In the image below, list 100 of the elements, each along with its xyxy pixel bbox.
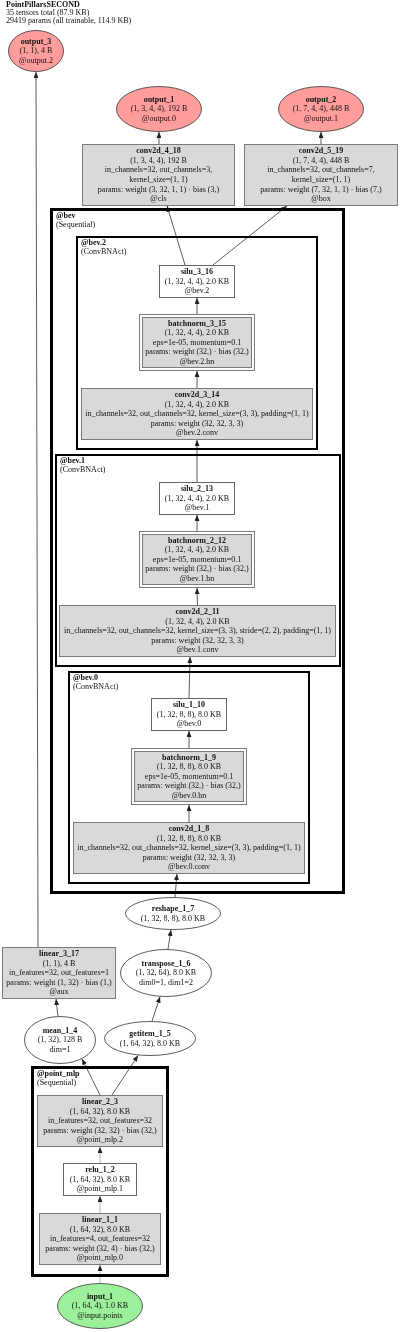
layer-detail: in_channels=32, out_channels=3, kernel_size=(1, 1) [103, 165, 214, 185]
module-frame [76, 236, 318, 450]
layer-detail: @bev.0 [176, 719, 202, 729]
layer-box [81, 388, 313, 440]
layer-detail: params: weight (32, 32, 3, 3) [142, 852, 236, 863]
layer-name: transpose_1_6 [141, 958, 191, 969]
layer-box [244, 144, 398, 206]
layer-detail: @bev.2.bn [179, 356, 215, 367]
layer-name: batchnorm_2_12 [168, 535, 226, 546]
layer-box [39, 1213, 161, 1265]
layer-detail: @cls [150, 194, 167, 204]
layer-detail: (1, 32), 128 B [37, 1035, 83, 1045]
layer-detail: (1, 7, 4, 4), 448 B [292, 104, 350, 114]
layer-detail: (1, 64, 32), 8.0 KB [69, 1174, 131, 1185]
layer-name: output_2 [305, 94, 337, 105]
layer-name: conv2d_1_8 [168, 824, 210, 834]
layer-detail: params: weight (32, 32, 3, 3) [150, 418, 244, 429]
module-frame [68, 671, 310, 884]
layer-detail: (1, 64, 4), 1.0 KB [71, 1301, 129, 1311]
layer-detail: (1, 32, 8, 8), 8.0 KB [156, 709, 222, 720]
layer-detail: (1, 64, 32), 8.0 KB [69, 1224, 131, 1235]
layer-box [151, 698, 227, 731]
layer-name: reshape_1_7 [151, 903, 195, 914]
layer-detail: (1, 32, 8, 8), 8.0 KB [140, 913, 206, 924]
layer-box [131, 748, 247, 805]
layer-name: linear_3_17 [39, 949, 79, 959]
layer-detail: @bev.1 [184, 503, 210, 513]
layer-detail: in_channels=32, out_channels=7, kernel_size=(1, 1) [266, 165, 376, 185]
layer-detail: params: weight (32, 32, 3, 3) [151, 635, 244, 646]
layer-box [37, 1095, 163, 1147]
layer-detail: (1, 32, 4, 4), 2.0 KB [164, 328, 230, 338]
module-type: (ConvBNAct) [60, 465, 106, 474]
layer-detail: @output.1 [304, 113, 338, 124]
output-ellipse [116, 86, 202, 132]
layer-detail: in_channels=32, out_channels=32, kernel_size=(3, 3), padding=(1, 1) [85, 409, 309, 419]
layer-detail: (1, 32, 4, 4), 2.0 KB [164, 276, 230, 287]
layer-detail: @input.points [77, 1310, 123, 1321]
operation-ellipse [120, 949, 212, 997]
layer-box [2, 947, 116, 999]
layer-detail: @bev.2.conv [176, 428, 218, 438]
layer-name: silu_2_13 [181, 484, 213, 494]
summary-line: 35 tensors total (87.9 KB) [6, 9, 90, 17]
module-name: @point_mlp [37, 1070, 80, 1078]
layer-detail: (1, 3, 4, 4), 192 B [130, 155, 187, 166]
input-ellipse [57, 1283, 143, 1329]
layer-detail: eps=1e-05, momentum=0.1 [152, 554, 242, 565]
layer-detail: @point_mlp.0 [76, 1253, 124, 1263]
layer-box [139, 531, 255, 588]
layer-name: silu_1_10 [173, 700, 205, 710]
layer-name: batchnorm_1_9 [162, 752, 216, 763]
output-ellipse [8, 30, 64, 72]
layer-detail: @output.2 [19, 55, 53, 66]
layer-detail: (1, 32, 8, 8), 8.0 KB [156, 762, 222, 772]
layer-box [73, 822, 305, 874]
layer-detail: in_channels=32, out_channels=32, kernel_size=(3, 3), stride=(2, 2), padding=(1, 1) [64, 626, 331, 636]
layer-detail: params: weight (32,) · bias (32,) [145, 347, 249, 357]
layer-name: linear_2_3 [82, 1097, 118, 1107]
diagram-title: PointPillarsSECOND [6, 1, 80, 9]
layer-detail: dim0=1, dim1=2 [139, 977, 193, 988]
layer-detail: (1, 32, 4, 4), 2.0 KB [165, 616, 230, 627]
layer-detail: eps=1e-05, momentum=0.1 [144, 771, 234, 782]
layer-name: conv2d_4_18 [136, 146, 181, 156]
module-frame [50, 208, 345, 894]
layer-name: conv2d_5_19 [298, 146, 344, 156]
layer-detail: @bev.0.conv [168, 862, 210, 872]
module-frame [55, 454, 341, 667]
layer-box [63, 1163, 137, 1196]
module-name: @bev [56, 212, 76, 220]
layer-detail: (1, 32, 4, 4), 2.0 KB [164, 399, 230, 410]
layer-box [82, 144, 235, 206]
layer-detail: params: weight (32,) · bias (32,) [137, 781, 241, 791]
operation-ellipse [104, 1021, 196, 1056]
module-name: @bev.0 [73, 674, 98, 682]
layer-detail: @point_mlp.1 [76, 1184, 124, 1194]
layer-detail: @bev.1.conv [176, 645, 219, 655]
layer-detail: (1, 64, 32), 8.0 KB [119, 1038, 181, 1049]
module-type: (Sequential) [37, 1078, 77, 1087]
layer-detail: @box [311, 194, 331, 204]
layer-detail: in_features=32, out_features=32 [47, 1116, 153, 1126]
operation-ellipse [125, 897, 221, 930]
layer-detail: @bev.2 [184, 286, 210, 296]
layer-detail: @output.0 [142, 113, 176, 124]
layer-detail: (1, 32, 4, 4), 2.0 KB [164, 545, 230, 555]
layer-name: getitem_1_5 [129, 1028, 171, 1039]
module-name: @bev.1 [60, 457, 85, 465]
layer-detail: @point_mlp.2 [76, 1135, 124, 1145]
module-name: @bev.2 [81, 239, 106, 247]
layer-detail: (1, 32, 8, 8), 8.0 KB [156, 833, 222, 844]
layer-detail: params: weight (32, 32) · bias (32,) [43, 1125, 157, 1136]
module-type: (ConvBNAct) [81, 247, 127, 256]
module-type: (ConvBNAct) [73, 682, 119, 691]
layer-name: conv2d_3_14 [174, 390, 220, 400]
layer-detail: eps=1e-05, momentum=0.1 [152, 337, 242, 348]
layer-detail: (1, 3, 4, 4), 192 B [130, 104, 188, 114]
module-frame [31, 1066, 169, 1277]
operation-ellipse [24, 1016, 96, 1064]
output-ellipse [278, 86, 364, 132]
layer-detail: (1, 64, 32), 8.0 KB [69, 1106, 131, 1117]
module-type: (Sequential) [56, 220, 96, 229]
layer-detail: (1, 1), 4 B [19, 46, 53, 56]
